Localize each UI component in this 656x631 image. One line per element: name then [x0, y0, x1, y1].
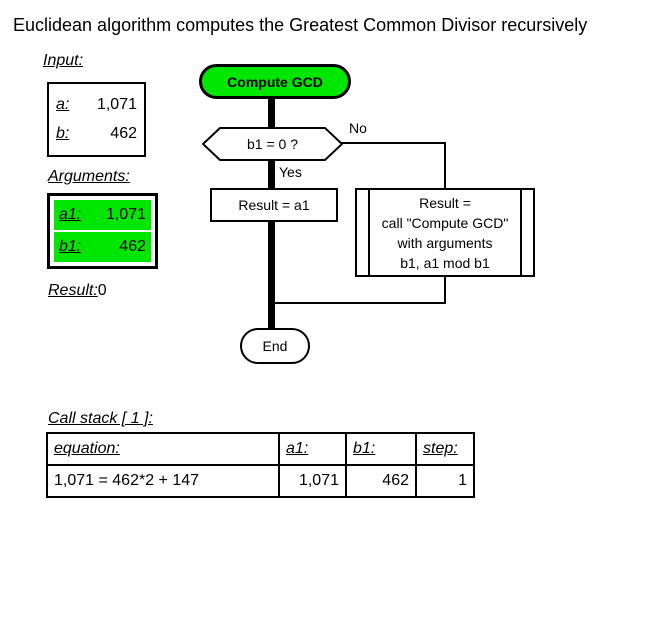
yes-branch-label: Yes	[279, 164, 302, 180]
decision-node	[201, 127, 344, 161]
connector-start-to-decision	[268, 97, 275, 129]
subroutine-right-bar	[520, 190, 522, 275]
result-label: Result:	[48, 282, 98, 299]
page-title: Euclidean algorithm computes the Greates…	[13, 15, 588, 35]
assign-node-result-a1: Result = a1	[210, 188, 338, 222]
input-a-value: 1,071	[96, 95, 137, 113]
header-equation: equation:	[46, 432, 280, 466]
arguments-box: a1: 1,071 b1: 462	[47, 193, 158, 269]
connector-no-vertical	[444, 142, 446, 188]
subroutine-node-recursive-call: Result = call "Compute GCD" with argumen…	[355, 188, 535, 277]
start-node-compute-gcd: Compute GCD	[199, 64, 351, 99]
input-row-b: b: 462	[56, 125, 137, 143]
cell-a1: 1,071	[278, 464, 347, 498]
connector-subroutine-down	[444, 277, 446, 304]
connector-join-horizontal	[272, 302, 446, 304]
decision-text: b1 = 0 ?	[247, 136, 298, 152]
cell-b1: 462	[345, 464, 417, 498]
connector-no-horizontal	[341, 142, 446, 144]
subroutine-line-4: b1, a1 mod b1	[400, 254, 490, 271]
cell-equation: 1,071 = 462*2 + 147	[46, 464, 280, 498]
call-stack-header-row: equation: a1: b1: step:	[46, 432, 475, 466]
subroutine-text: Result = call "Compute GCD" with argumen…	[371, 190, 519, 275]
argument-b1-value: 462	[119, 238, 146, 255]
input-b-name: b:	[56, 125, 70, 143]
call-stack-row: 1,071 = 462*2 + 147 1,071 462 1	[46, 464, 475, 498]
decision-hexagon-shape	[201, 127, 344, 161]
input-a-name: a:	[56, 95, 70, 113]
argument-b1-name: b1:	[59, 238, 82, 255]
header-b1: b1:	[345, 432, 417, 466]
input-b-value: 462	[110, 125, 137, 143]
header-step: step:	[415, 432, 475, 466]
connector-decision-to-assign	[268, 159, 275, 189]
argument-a1-name: a1:	[59, 206, 82, 223]
argument-row-b1: b1: 462	[54, 232, 151, 262]
arguments-label: Arguments:	[48, 168, 130, 185]
no-branch-label: No	[349, 120, 367, 136]
input-row-a: a: 1,071	[56, 96, 137, 114]
header-a1: a1:	[278, 432, 347, 466]
cell-step: 1	[415, 464, 475, 498]
call-stack-label: Call stack [ 1 ]:	[48, 410, 153, 427]
input-box: a: 1,071 b: 462	[47, 82, 146, 157]
subroutine-line-2: call "Compute GCD"	[381, 214, 509, 231]
subroutine-left-bar	[368, 190, 370, 275]
subroutine-line-3: with arguments	[397, 234, 493, 251]
argument-row-a1: a1: 1,071	[54, 200, 151, 230]
input-label: Input:	[43, 52, 84, 69]
subroutine-line-1: Result =	[419, 194, 471, 211]
end-node: End	[240, 328, 310, 364]
call-stack-table: equation: a1: b1: step: 1,071 = 462*2 + …	[46, 432, 475, 498]
result-line: Result:0	[48, 282, 107, 300]
argument-a1-value: 1,071	[105, 206, 146, 223]
result-value: 0	[97, 282, 107, 299]
connector-assign-to-end	[268, 221, 275, 330]
